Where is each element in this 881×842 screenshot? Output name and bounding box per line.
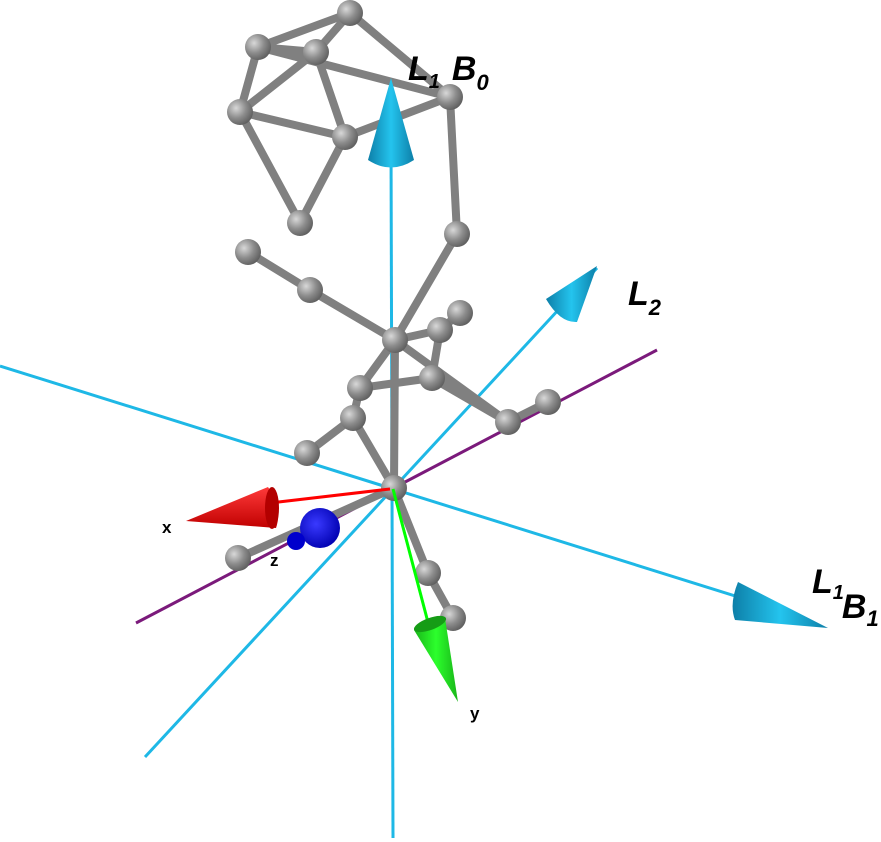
label-x: x <box>162 518 172 537</box>
bond <box>391 230 461 344</box>
bond <box>390 484 432 577</box>
molecule-atoms <box>225 0 561 631</box>
atom <box>535 389 561 415</box>
label-z: z <box>270 551 279 570</box>
atom <box>447 300 473 326</box>
bond <box>254 9 354 51</box>
label-l1b1: L1B1 <box>812 563 879 631</box>
atom <box>235 239 261 265</box>
l1b0-arrowhead <box>368 78 414 168</box>
atom <box>495 409 521 435</box>
atom <box>382 327 408 353</box>
atom <box>440 605 466 631</box>
atom <box>381 475 407 501</box>
atom <box>437 84 463 110</box>
atom <box>227 99 253 125</box>
bond <box>349 414 398 492</box>
atom <box>297 277 323 303</box>
l2-axis-line <box>143 266 599 759</box>
atom <box>444 221 470 247</box>
bond <box>446 93 461 238</box>
coordinate-arrows <box>186 78 828 702</box>
x-axis-arrowhead-base <box>265 487 279 529</box>
atom <box>347 375 373 401</box>
atom <box>332 124 358 150</box>
l1b1-arrowhead <box>732 582 828 628</box>
atom <box>287 210 313 236</box>
z-axis-arrowhead <box>300 508 340 548</box>
y-axis-shaft <box>391 488 432 631</box>
atom <box>303 39 329 65</box>
z-axis-shaft-end <box>287 532 305 550</box>
atom <box>415 560 441 586</box>
x-axis-arrowhead <box>186 487 279 528</box>
atom <box>427 317 453 343</box>
bond <box>296 133 349 227</box>
label-y: y <box>470 704 480 723</box>
x-axis-shaft <box>269 487 391 505</box>
atom <box>225 545 251 571</box>
bond <box>236 108 349 141</box>
bond <box>391 336 512 426</box>
label-l2: L2 <box>628 275 662 320</box>
atom <box>245 34 271 60</box>
bond <box>390 336 399 492</box>
y-axis-arrowhead <box>414 618 458 702</box>
bond <box>306 286 399 344</box>
atom <box>337 0 363 26</box>
bond <box>236 108 304 227</box>
bond <box>346 9 454 101</box>
atom <box>340 405 366 431</box>
bond <box>254 43 454 101</box>
atom <box>294 440 320 466</box>
l2-arrowhead <box>546 266 597 323</box>
atom <box>419 365 445 391</box>
y-axis-arrowhead-base <box>413 615 447 633</box>
